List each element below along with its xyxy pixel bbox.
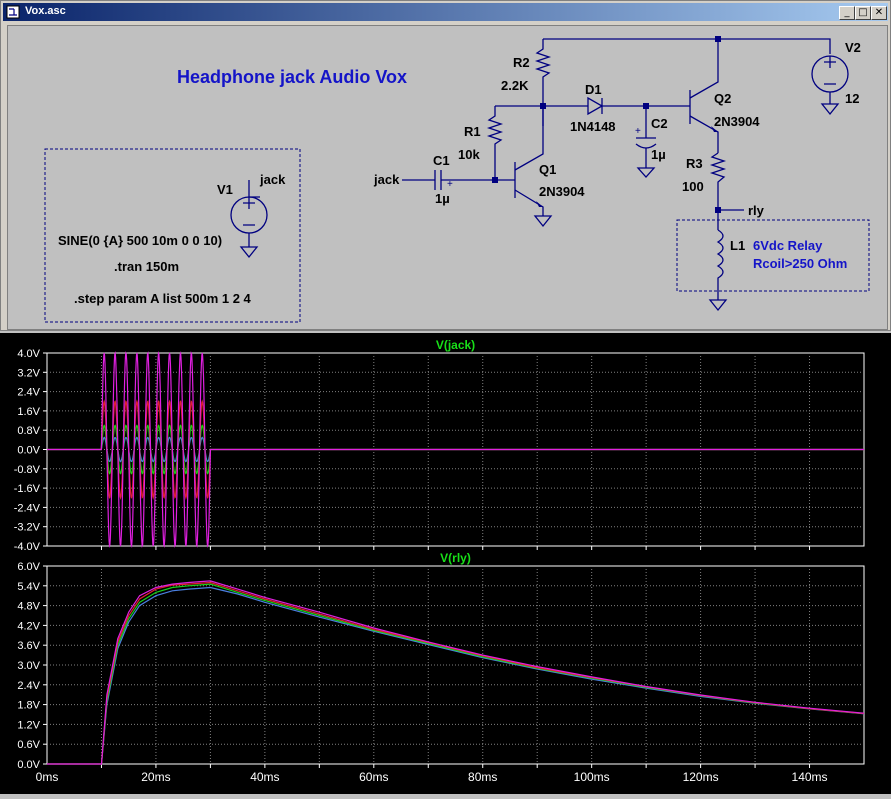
d1-value: 1N4148	[570, 119, 616, 134]
v1-net-label: jack	[259, 172, 286, 187]
r3-ref: R3	[686, 156, 703, 171]
schematic-heading: Headphone jack Audio Vox	[177, 67, 407, 87]
x-tick-label: 0ms	[36, 770, 59, 784]
y-tick-label: 6.0V	[17, 561, 40, 573]
v2-ref: V2	[845, 40, 861, 55]
x-tick-label: 140ms	[792, 770, 828, 784]
v1-ref: V1	[217, 182, 233, 197]
l1-note-relay: 6Vdc Relay	[753, 238, 823, 253]
y-tick-label: -0.8V	[14, 464, 41, 476]
d1-ref: D1	[585, 82, 602, 97]
vjack-series-3	[47, 350, 864, 549]
r2-ref: R2	[513, 55, 530, 70]
svg-text:+: +	[635, 126, 641, 137]
q1-ref: Q1	[539, 162, 556, 177]
vrly-series-0	[47, 586, 865, 765]
y-tick-label: 4.2V	[17, 620, 40, 632]
close-button[interactable]: ✕	[871, 6, 887, 20]
c2-value: 1µ	[651, 147, 666, 162]
y-tick-label: 0.0V	[17, 445, 40, 457]
c2-ref: C2	[651, 116, 668, 131]
schematic-drawing: + + Headphone jack Audio Vox V1 jack SIN…	[44, 36, 870, 323]
y-tick-label: -3.2V	[14, 522, 41, 534]
vrly-series-1	[47, 583, 865, 765]
y-tick-label: -2.4V	[14, 502, 41, 514]
vjack-plot-pane[interactable]: 4.0V 3.2V 2.4V 1.6V 0.8V 0.0V -0.8V -1.6V -2.4V -…	[14, 338, 865, 553]
l1-note-rcoil: Rcoil>250 Ohm	[753, 256, 847, 271]
y-tick-label: 5.4V	[17, 581, 40, 593]
rly-net-label: rly	[748, 203, 765, 218]
y-tick-label: 2.4V	[17, 680, 40, 692]
q2-value: 2N3904	[714, 114, 760, 129]
y-tick-label: 0.8V	[17, 425, 40, 437]
x-tick-label: 60ms	[359, 770, 388, 784]
r1-value: 10k	[458, 147, 480, 162]
y-tick-label: 2.4V	[17, 387, 40, 399]
window-title: Vox.asc	[25, 5, 66, 17]
y-tick-label: 4.0V	[17, 348, 40, 360]
minimize-button[interactable]: _	[839, 6, 855, 20]
r3-value: 100	[682, 179, 704, 194]
step-directive: .step param A list 500m 1 2 4	[74, 291, 252, 306]
y-tick-label: 3.2V	[17, 367, 40, 379]
x-tick-label: 80ms	[468, 770, 497, 784]
y-tick-label: 0.0V	[17, 759, 40, 771]
r2-value: 2.2K	[501, 78, 529, 93]
y-tick-label: 0.6V	[17, 739, 40, 751]
jack-net-label: jack	[373, 172, 400, 187]
restore-button[interactable]: □	[855, 6, 871, 20]
title-bar[interactable]: Vox.asc _ □ ✕	[3, 3, 888, 21]
y-tick-label: -1.6V	[14, 483, 41, 495]
l1-ref: L1	[730, 238, 745, 253]
y-tick-label: 1.2V	[17, 719, 40, 731]
x-tick-label: 100ms	[574, 770, 610, 784]
waveform-viewer[interactable]: 4.0V 3.2V 2.4V 1.6V 0.8V 0.0V -0.8V -1.6V -2.4V -…	[0, 333, 891, 794]
schematic-document-icon	[6, 5, 20, 19]
c1-value: 1µ	[435, 191, 450, 206]
q2-ref: Q2	[714, 91, 731, 106]
q1-value: 2N3904	[539, 184, 585, 199]
trace-title: V(jack)	[436, 338, 475, 352]
x-tick-label: 120ms	[683, 770, 719, 784]
v2-value: 12	[845, 91, 859, 106]
vrly-series-3	[47, 580, 865, 765]
y-tick-label: 1.6V	[17, 406, 40, 418]
vrly-series-2	[47, 581, 865, 765]
sine-directive: SINE(0 {A} 500 10m 0 0 10)	[58, 233, 222, 248]
r1-ref: R1	[464, 124, 481, 139]
y-tick-label: 4.8V	[17, 601, 40, 613]
c1-ref: C1	[433, 153, 450, 168]
schematic-canvas[interactable]: + + Headphone jack Audio Vox V1 jack SIN…	[7, 25, 888, 330]
trace-title: V(rly)	[440, 551, 471, 565]
waveform-plots: 4.0V 3.2V 2.4V 1.6V 0.8V 0.0V -0.8V -1.6V -2.4V -…	[14, 338, 865, 784]
tran-directive: .tran 150m	[114, 259, 179, 274]
vrly-plot-pane[interactable]: 6.0V 5.4V 4.8V 4.2V 3.6V 3.0V 2.4V 1.8V 1.2V 0.6V…	[17, 551, 865, 784]
x-tick-label: 20ms	[141, 770, 170, 784]
y-tick-label: 3.0V	[17, 660, 40, 672]
svg-text:+: +	[447, 179, 453, 190]
x-tick-label: 40ms	[250, 770, 279, 784]
y-tick-label: 1.8V	[17, 700, 40, 712]
y-tick-label: -4.0V	[14, 541, 41, 553]
schematic-window: Vox.asc _ □ ✕	[0, 0, 891, 331]
y-tick-label: 3.6V	[17, 640, 40, 652]
